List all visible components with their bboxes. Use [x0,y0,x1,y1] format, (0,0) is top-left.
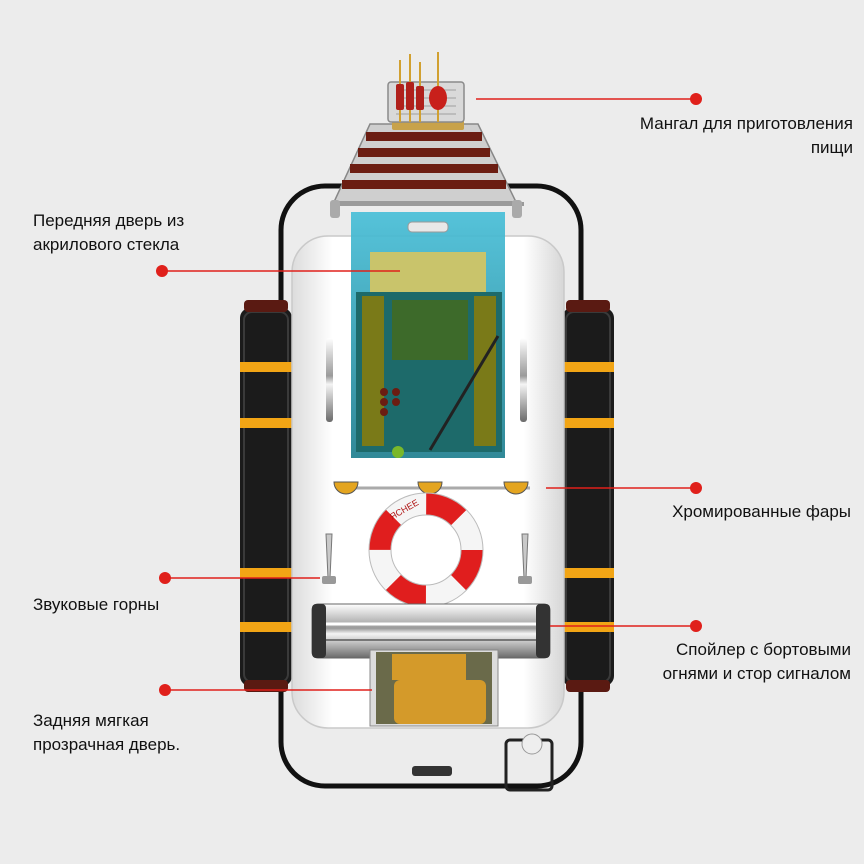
right-handle [520,338,527,422]
left-handle [326,338,333,422]
roof-canopy [330,123,524,218]
callout-headlights-line1: Хромированные фары [672,502,851,521]
callout-rear-door: Задняя мягкая прозрачная дверь. [33,709,180,757]
callout-grill-line2: пищи [810,138,853,157]
grill-icon [387,52,465,130]
callout-rear-door-line2: прозрачная дверь. [33,735,181,754]
spoiler-icon [311,603,551,659]
callout-lines [156,93,702,696]
callout-front-door-line1: Передняя дверь из [33,211,185,230]
horn-icon [322,533,336,584]
front-acrylic-door [351,212,505,458]
callout-spoiler-line1: Спойлер с бортовыми [676,640,851,659]
horn-icon-right [518,533,532,584]
callout-horns-line1: Звуковые горны [33,595,160,614]
callout-grill-line1: Мангал для приготовления [639,114,853,133]
callout-horns: Звуковые горны [33,593,159,617]
callout-grill: Мангал для приготовления пищи [560,112,853,160]
callout-rear-door-line1: Задняя мягкая [33,711,149,730]
callout-headlights: Хромированные фары [560,500,851,524]
callout-front-door: Передняя дверь из акрилового стекла [33,209,184,257]
callout-spoiler-line2: огнями и стор сигналом [662,664,851,683]
callout-spoiler: Спойлер с бортовыми огнями и стор сигнал… [560,638,851,686]
rear-soft-door [369,649,499,727]
stern-step [412,766,452,776]
left-pontoon [240,300,292,692]
right-pontoon [562,300,614,692]
headlight-icon [333,481,530,495]
callout-front-door-line2: акрилового стекла [33,235,180,254]
drain-plug [521,733,543,755]
